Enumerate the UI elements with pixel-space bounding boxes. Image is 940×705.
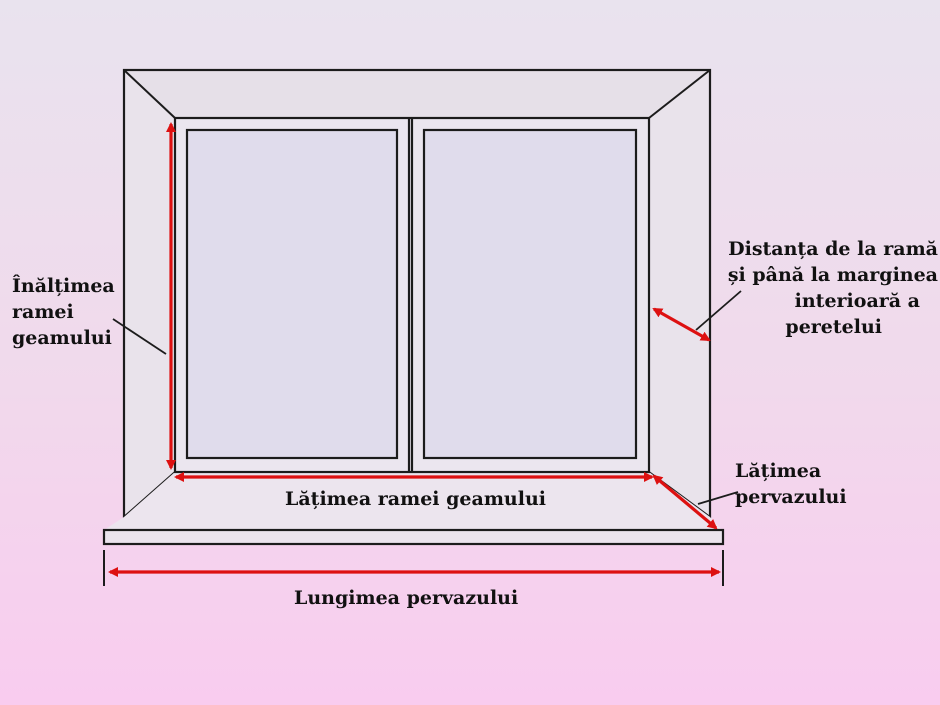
sill-front-edge [102,528,725,546]
label-wall-distance-line-4: peretelui [785,316,882,338]
window-sill [102,472,725,546]
recess-corner-top-right [648,69,711,119]
recess-left-face [124,70,175,517]
leader-sill-width [697,491,739,505]
sill-length-ticks [103,550,724,586]
label-window-height-line-1: Înălțimea [12,275,115,297]
label-sill-width-line-1: Lățimea [735,460,822,482]
label-sill-width: Lățimea pervazului [735,458,847,510]
wall-recess [122,68,712,519]
label-window-height: Înălțimea ramei geamului [12,273,115,351]
leader-lines [112,290,742,505]
label-window-height-line-3: geamului [12,327,112,349]
window-frame [173,116,651,474]
recess-top-face [124,70,710,118]
measurement-arrows [108,122,721,577]
recess-right-face [649,70,710,517]
label-wall-distance-line-1: Distanța de la ramă [728,238,938,260]
pane-right [422,128,638,460]
label-wall-distance-line-3: interioară a [794,290,920,312]
pane-left [185,128,399,460]
leader-wall-distance [695,290,742,331]
wall-distance-arrow [652,307,711,342]
label-wall-distance: Distanța de la ramă și până la marginea … [716,236,938,340]
label-sill-length: Lungimea pervazului [294,587,519,609]
label-frame-width: Lățimea ramei geamului [285,488,546,510]
label-sill-width-line-2: pervazului [735,486,847,508]
sill-width-arrow [652,474,718,530]
recess-corner-top-left [123,69,176,119]
sill-top-face [104,472,722,530]
leader-height [112,318,167,355]
label-wall-distance-line-2: și până la marginea [727,264,938,286]
label-window-height-line-2: ramei [12,301,74,323]
